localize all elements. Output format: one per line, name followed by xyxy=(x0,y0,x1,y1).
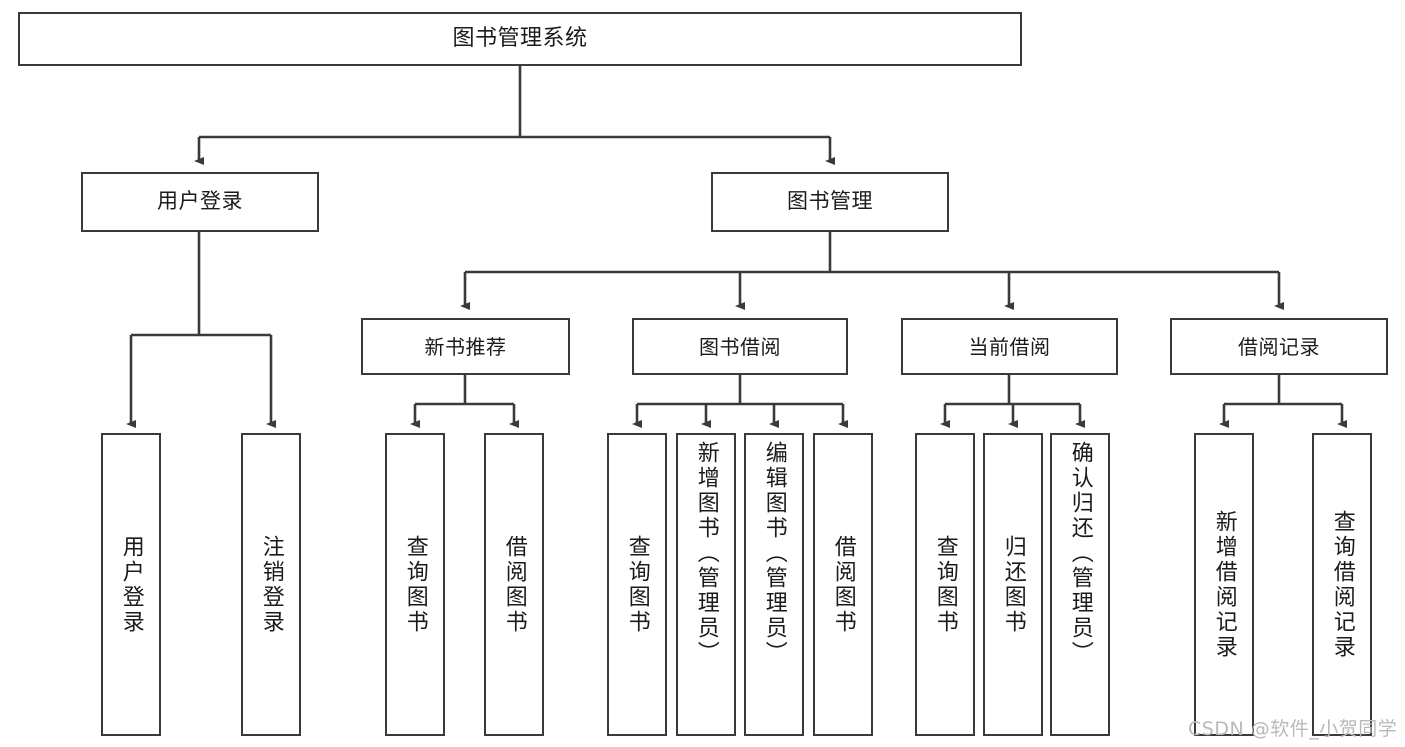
node-label: 图书管理系统 xyxy=(452,25,588,51)
node-label: 注销登录 xyxy=(258,534,284,635)
node-label: 新书推荐 xyxy=(424,334,507,359)
node-label: 图书管理 xyxy=(787,189,873,214)
node-label: 归还图书 xyxy=(1000,534,1026,635)
node-label: 借阅图书 xyxy=(830,534,856,635)
node-label: 用户登录 xyxy=(157,189,243,214)
node-label: 查询借阅记录 xyxy=(1329,509,1355,660)
csdn-watermark: CSDN @软件_小贺同学 xyxy=(1188,718,1398,740)
node-label: 查询图书 xyxy=(624,534,650,635)
node-borrow-record[interactable]: 借阅记录 xyxy=(1170,318,1388,375)
node-leaf-add-borrow-record[interactable]: 新增借阅记录 xyxy=(1194,433,1254,736)
node-leaf-borrow-book-2[interactable]: 借阅图书 xyxy=(813,433,873,736)
node-user-login[interactable]: 用户登录 xyxy=(81,172,319,232)
node-new-book-recommend[interactable]: 新书推荐 xyxy=(361,318,570,375)
node-label: 借阅图书 xyxy=(501,534,527,635)
node-label: 查询图书 xyxy=(932,534,958,635)
node-book-manage[interactable]: 图书管理 xyxy=(711,172,949,232)
node-leaf-add-book-admin[interactable]: 新增图书（管理员） xyxy=(676,433,736,736)
node-label: 图书借阅 xyxy=(699,334,781,359)
node-current-borrow[interactable]: 当前借阅 xyxy=(901,318,1118,375)
node-label: 确认归还（管理员） xyxy=(1067,441,1093,666)
node-leaf-query-book-3[interactable]: 查询图书 xyxy=(915,433,975,736)
node-label: 借阅记录 xyxy=(1238,334,1320,359)
node-leaf-user-login[interactable]: 用户登录 xyxy=(101,433,161,736)
node-leaf-logout-login[interactable]: 注销登录 xyxy=(241,433,301,736)
node-label: 当前借阅 xyxy=(968,334,1051,359)
node-label: 新增借阅记录 xyxy=(1211,509,1237,660)
node-root-system[interactable]: 图书管理系统 xyxy=(18,12,1022,66)
node-leaf-edit-book-admin[interactable]: 编辑图书（管理员） xyxy=(744,433,804,736)
node-label: 编辑图书（管理员） xyxy=(761,441,787,666)
node-leaf-query-book-1[interactable]: 查询图书 xyxy=(385,433,445,736)
node-label: 查询图书 xyxy=(402,534,428,635)
node-leaf-query-borrow-record[interactable]: 查询借阅记录 xyxy=(1312,433,1372,736)
node-leaf-confirm-return-admin[interactable]: 确认归还（管理员） xyxy=(1050,433,1110,736)
node-leaf-return-book[interactable]: 归还图书 xyxy=(983,433,1043,736)
node-leaf-query-book-2[interactable]: 查询图书 xyxy=(607,433,667,736)
node-label: 新增图书（管理员） xyxy=(693,441,719,666)
node-label: 用户登录 xyxy=(118,534,144,635)
node-leaf-borrow-book-1[interactable]: 借阅图书 xyxy=(484,433,544,736)
node-book-borrow[interactable]: 图书借阅 xyxy=(632,318,848,375)
